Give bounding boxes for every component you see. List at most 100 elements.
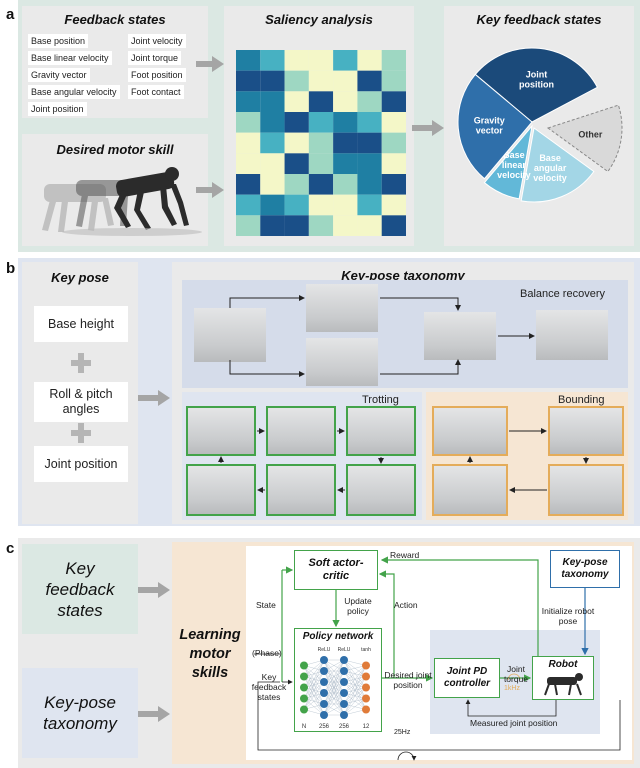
heatmap-cell xyxy=(333,195,357,216)
heatmap-cell xyxy=(285,133,309,154)
heatmap-cell xyxy=(382,174,406,195)
heatmap-cell xyxy=(260,133,284,154)
heatmap-cell xyxy=(382,133,406,154)
heatmap-cell xyxy=(260,195,284,216)
chip-foot-contact: Foot contact xyxy=(128,85,184,99)
heatmap-cell xyxy=(285,112,309,133)
chip-joint-position: Joint position xyxy=(28,102,87,116)
heatmap-cell xyxy=(382,215,406,236)
label-desired: Desired joint position xyxy=(382,670,434,690)
heatmap-cell xyxy=(309,71,333,92)
gait-arrows xyxy=(0,258,640,528)
heatmap-cell xyxy=(309,133,333,154)
label-1khz: 1kHz xyxy=(504,684,520,694)
heatmap-cell xyxy=(333,50,357,71)
heatmap-cell xyxy=(236,112,260,133)
heatmap-cell xyxy=(309,215,333,236)
heatmap-cell xyxy=(285,50,309,71)
heatmap-cell xyxy=(285,91,309,112)
heatmap-cell xyxy=(357,91,381,112)
label-initialize: Initialize robot pose xyxy=(540,606,596,626)
label-state: State xyxy=(256,600,276,610)
desired-skill-box: Desired motor skill xyxy=(22,134,208,246)
heatmap-cell xyxy=(357,71,381,92)
heatmap-cell xyxy=(333,133,357,154)
heatmap-cell xyxy=(309,153,333,174)
heatmap-cell xyxy=(357,174,381,195)
heatmap-cell xyxy=(260,153,284,174)
arrow-to-saliency-bottom xyxy=(196,180,226,200)
label-reward: Reward xyxy=(390,550,419,560)
heatmap-cell xyxy=(236,215,260,236)
pie-label: Other xyxy=(578,130,603,140)
heatmap-cell xyxy=(333,71,357,92)
heatmap-cell xyxy=(260,91,284,112)
heatmap-cell xyxy=(236,174,260,195)
key-feedback-title: Key feedback states xyxy=(444,12,634,27)
heatmap-cell xyxy=(333,215,357,236)
heatmap-cell xyxy=(236,133,260,154)
panel-b: b Key pose Base height Roll & pitch angl… xyxy=(0,258,640,528)
heatmap-cell xyxy=(382,153,406,174)
feedback-states-box: Feedback states Base position Joint velo… xyxy=(22,6,208,118)
heatmap-cell xyxy=(236,153,260,174)
heatmap-cell xyxy=(285,153,309,174)
heatmap-cell xyxy=(382,50,406,71)
heatmap-cell xyxy=(260,174,284,195)
label-measured: Measured joint position xyxy=(470,718,557,728)
heatmap-cell xyxy=(357,112,381,133)
chip-joint-velocity: Joint velocity xyxy=(128,34,186,48)
chip-gravity-vector: Gravity vector xyxy=(28,68,90,82)
heatmap-cell xyxy=(236,91,260,112)
heatmap-cell xyxy=(260,50,284,71)
heatmap-cell xyxy=(260,215,284,236)
heatmap-cell xyxy=(309,91,333,112)
chip-base-angular-velocity: Base angular velocity xyxy=(28,85,120,99)
heatmap-cell xyxy=(285,215,309,236)
panel-c: c Key feedback states Key-pose taxonomy … xyxy=(0,538,640,768)
heatmap-cell xyxy=(357,153,381,174)
heatmap-cell xyxy=(309,50,333,71)
chip-base-linear-velocity: Base linear velocity xyxy=(28,51,112,65)
chip-foot-position: Foot position xyxy=(128,68,186,82)
chip-joint-torque: Joint torque xyxy=(128,51,181,65)
heatmap-cell xyxy=(236,50,260,71)
panel-c-connectors xyxy=(0,538,640,768)
heatmap-cell xyxy=(309,112,333,133)
heatmap-cell xyxy=(357,195,381,216)
heatmap-cell xyxy=(357,133,381,154)
heatmap-cell xyxy=(357,215,381,236)
heatmap-cell xyxy=(285,195,309,216)
heatmap-cell xyxy=(236,195,260,216)
heatmap-cell xyxy=(260,71,284,92)
saliency-title: Saliency analysis xyxy=(224,12,414,27)
label-update-policy: Update policy xyxy=(338,596,378,616)
robot-silhouette-image xyxy=(22,134,208,246)
saliency-box: Saliency analysis xyxy=(224,6,414,246)
heatmap-cell xyxy=(382,195,406,216)
label-key-feedback: Key feedback states xyxy=(250,672,288,702)
heatmap-cell xyxy=(382,91,406,112)
heatmap-cell xyxy=(333,153,357,174)
heatmap-cell xyxy=(357,50,381,71)
heatmap-cell xyxy=(382,71,406,92)
key-feedback-box: Key feedback states JointpositionOtherBa… xyxy=(444,6,634,246)
label-torque: Joint torque xyxy=(502,664,530,684)
label-phase: (Phase) xyxy=(252,648,282,658)
panel-a-letter: a xyxy=(6,6,14,23)
arrow-to-key-feedback xyxy=(412,118,446,138)
label-25hz: 25Hz xyxy=(394,728,410,738)
heatmap-cell xyxy=(260,112,284,133)
heatmap-cell xyxy=(236,71,260,92)
heatmap-cell xyxy=(309,195,333,216)
heatmap-cell xyxy=(333,91,357,112)
chip-base-position: Base position xyxy=(28,34,88,48)
heatmap-cell xyxy=(285,71,309,92)
panel-a: a Feedback states Base position Joint ve… xyxy=(0,0,640,256)
label-action: Action xyxy=(394,600,418,610)
feedback-states-title: Feedback states xyxy=(22,12,208,27)
heatmap-cell xyxy=(382,112,406,133)
heatmap-cell xyxy=(309,174,333,195)
